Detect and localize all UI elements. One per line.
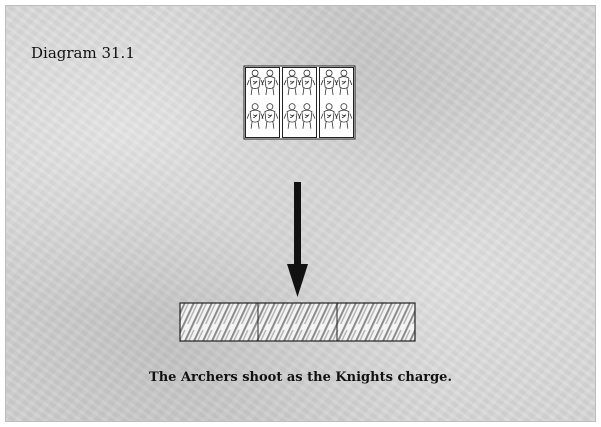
arrow-down-icon — [287, 182, 308, 297]
knight-figure-icon — [335, 103, 353, 129]
knight-figure-icon — [261, 69, 279, 96]
diagram-title: Diagram 31.1 — [31, 44, 135, 62]
knight-figure-icon — [261, 103, 279, 129]
knight-figure-icon — [283, 69, 301, 96]
knights-unit — [243, 65, 356, 140]
knight-figure-icon — [335, 69, 353, 96]
archers-unit — [179, 302, 416, 342]
knight-figure-icon — [320, 69, 338, 96]
knights-block — [319, 67, 354, 138]
knight-figure-icon — [320, 103, 338, 129]
knight-figure-icon — [246, 103, 264, 129]
knight-figure-icon — [298, 103, 316, 129]
knight-figure-icon — [298, 69, 316, 96]
diagram-caption: The Archers shoot as the Knights charge. — [149, 370, 452, 385]
knights-block — [245, 67, 280, 138]
knight-figure-icon — [283, 103, 301, 129]
knights-block — [282, 67, 317, 138]
knight-figure-icon — [246, 69, 264, 96]
